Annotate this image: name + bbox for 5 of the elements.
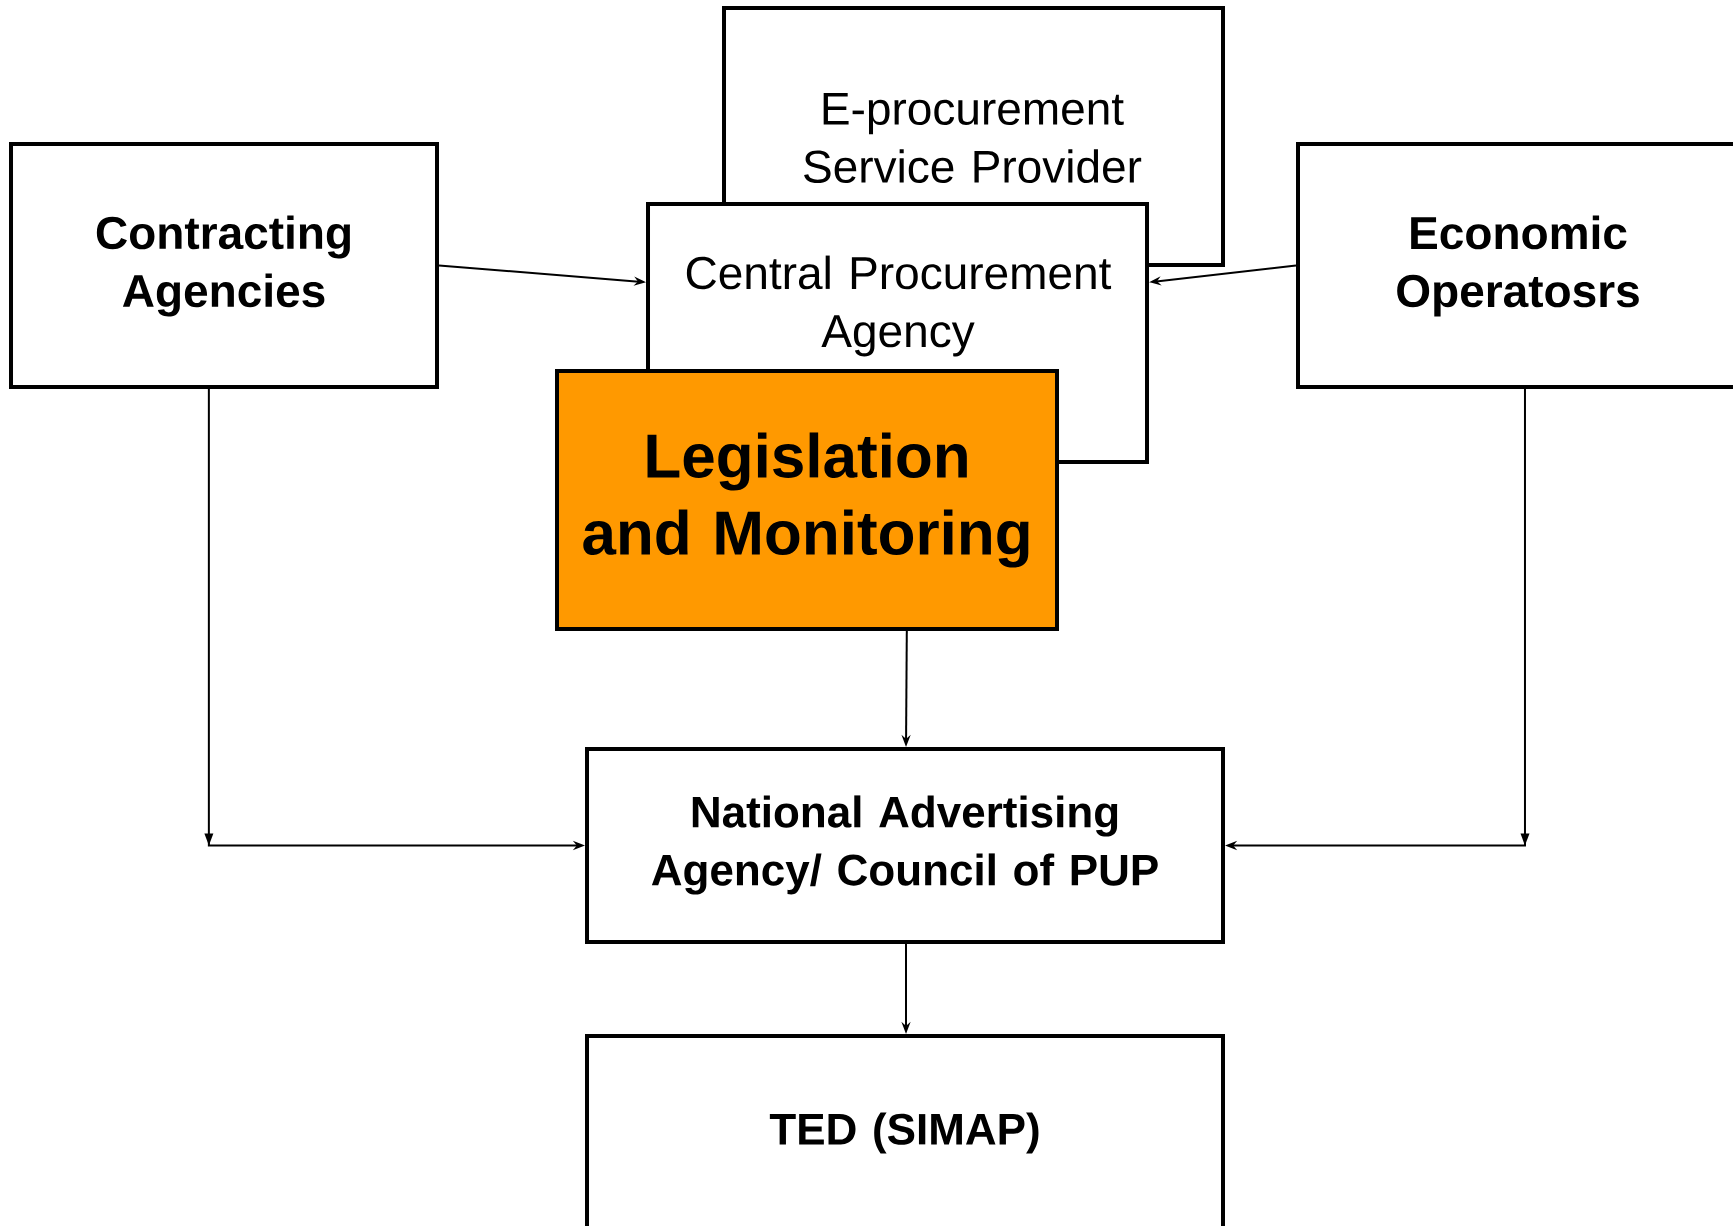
process-box: Contracting Agencies xyxy=(9,142,439,389)
process-box: Economic Operatosrs xyxy=(1296,142,1733,389)
process-box: TED (SIMAP) xyxy=(585,1034,1225,1226)
process-box: National Advertising Agency/ Council of PUP xyxy=(585,747,1225,944)
highlight-box: Legislation and Monitoring xyxy=(555,369,1059,631)
